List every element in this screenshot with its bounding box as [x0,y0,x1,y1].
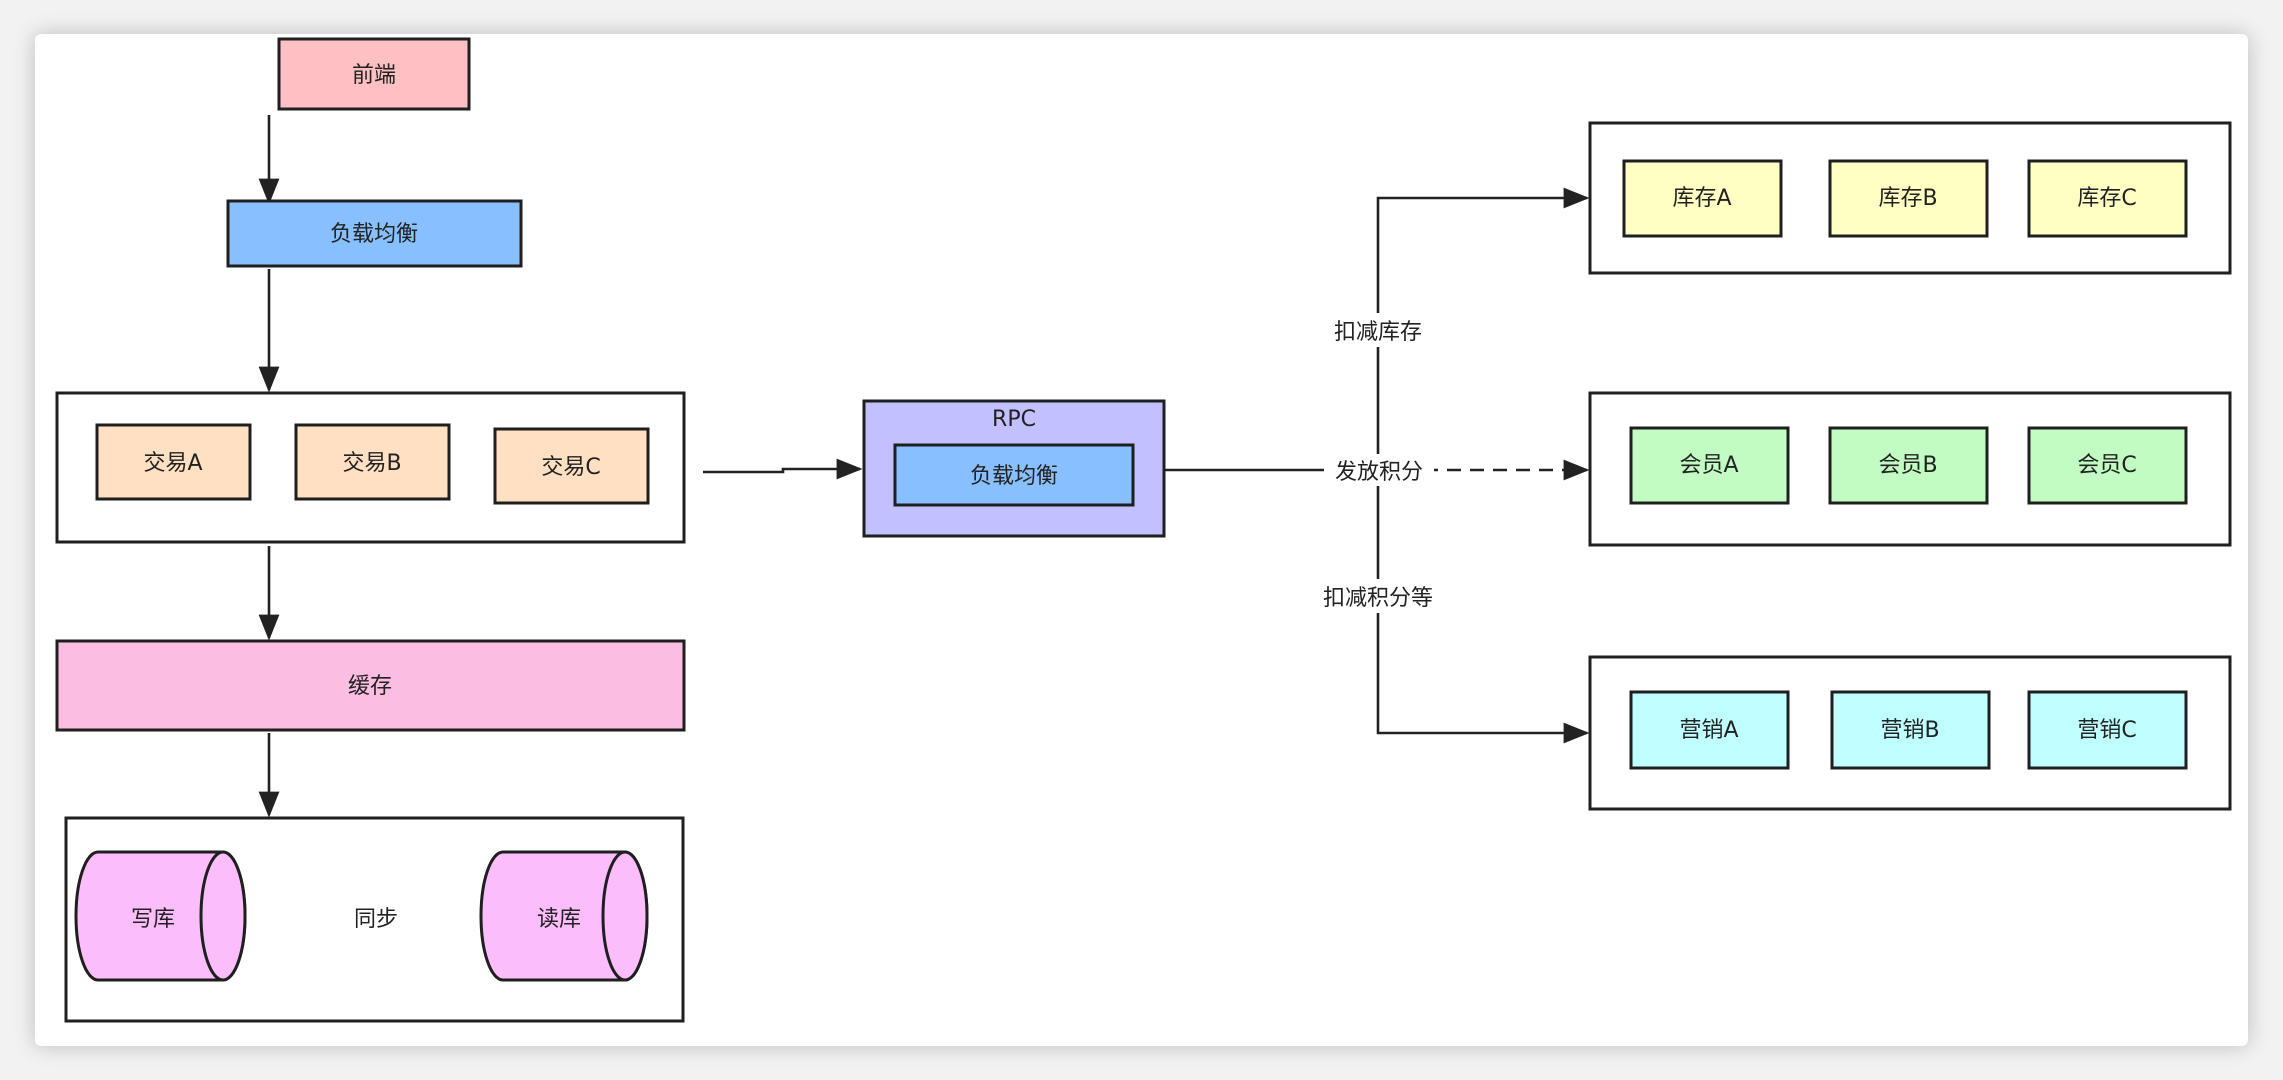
member-b-label: 会员B [1878,453,1937,478]
trade-c-box [493,427,650,505]
read-db-label: 读库 [537,907,581,932]
edge-trade-to-rpc [703,458,863,480]
marketing-cluster: 营销A 营销B 营销C [1588,655,2232,811]
diagram-canvas: 前端 负载均衡 交易A 交易B 交易C 缓存 写库 读库 同步 [35,34,2248,1046]
inventory-b-label: 库存B [1878,186,1937,211]
member-a-box [1629,426,1790,505]
frontend-node: 前端 [277,37,471,111]
member-cluster: 会员A 会员B 会员C [1588,391,2232,547]
inventory-c-label: 库存C [2077,186,2136,211]
inventory-c-box [2027,159,2188,238]
member-c-label: 会员C [2077,453,2136,478]
inventory-a-label: 库存A [1672,186,1731,211]
marketing-a-label: 营销A [1679,718,1738,743]
database-cluster: 写库 读库 同步 [64,816,685,1023]
write-db-cylinder: 写库 [74,850,247,982]
marketing-b-label: 营销B [1880,718,1939,743]
write-db-label: 写库 [131,907,175,932]
load-balancer-box [226,199,523,268]
trade-c-label: 交易C [541,455,600,480]
sync-edge-label: 同步 [354,907,398,932]
trade-a-box [95,423,252,501]
frontend-box [277,37,471,111]
issue-points-edge-label: 发放积分 [1335,460,1423,485]
member-a-label: 会员A [1679,453,1738,478]
trade-cluster: 交易A 交易B 交易C [55,391,686,544]
read-db-cylinder: 读库 [479,850,649,982]
edge-to-inventory [1376,187,1590,470]
marketing-c-label: 营销C [2077,718,2136,743]
deduct-points-etc-edge-label: 扣减积分等 [1323,586,1433,611]
edge-to-marketing [1376,470,1590,744]
cache-node: 缓存 [55,639,686,732]
rpc-title: RPC [992,407,1036,432]
rpc-node: RPC 负载均衡 [862,399,1166,538]
inventory-a-box [1622,159,1783,238]
load-balancer-node: 负载均衡 [226,199,523,268]
deduct-inventory-edge-label: 扣减库存 [1334,320,1422,345]
trade-b-label: 交易B [342,451,401,476]
cache-label: 缓存 [348,674,392,699]
inventory-cluster: 库存A 库存B 库存C [1588,121,2232,275]
rpc-load-balancer-label: 负载均衡 [970,464,1058,489]
frontend-label: 前端 [352,63,396,88]
marketing-c-box [2027,690,2188,770]
member-b-box [1828,426,1989,505]
cache-box [55,639,686,732]
member-c-box [2027,426,2188,505]
marketing-a-box [1629,690,1790,770]
load-balancer-label: 负载均衡 [330,222,418,247]
marketing-b-box [1830,690,1991,770]
trade-a-label: 交易A [143,451,202,476]
inventory-b-box [1828,159,1989,238]
trade-b-box [294,423,451,501]
architecture-diagram: 前端 负载均衡 交易A 交易B 交易C 缓存 写库 读库 同步 [55,37,2232,1023]
rpc-load-balancer-box [893,443,1135,507]
